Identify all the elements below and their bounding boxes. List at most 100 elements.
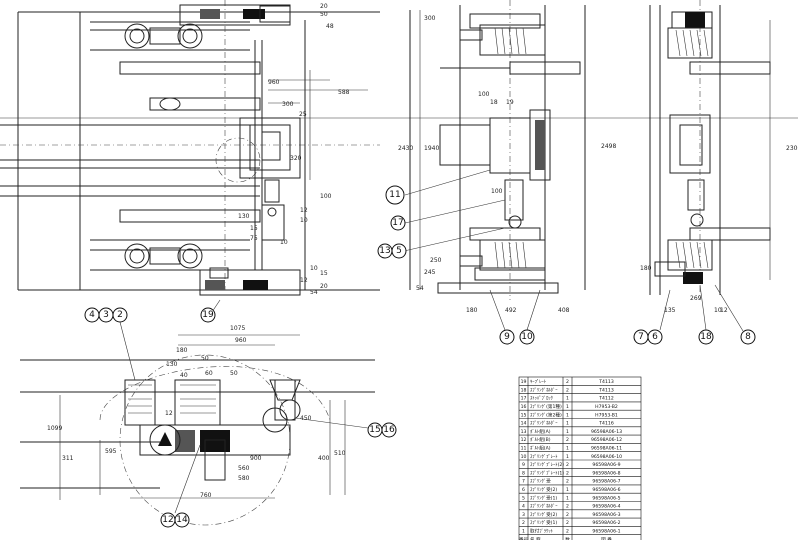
table-cell: 96598A06-13 [591,429,622,435]
table-cell: ｽﾌﾟﾘﾝｸﾞ(第2種) [530,411,562,418]
table-cell: 4 [522,504,525,510]
callout-5-label: 5 [396,246,402,256]
dim: 20 [320,283,328,290]
dim: 25 [299,111,307,118]
dim: 760 [200,492,212,499]
dim: 245 [424,269,436,276]
table-cell: 14 [521,421,527,427]
dim: 320 [290,155,302,162]
table-cell: ﾎﾞﾙﾄ組(A) [530,445,551,452]
table-cell: 96598A06-10 [591,454,622,460]
table-cell: ｽﾌﾟﾘﾝｸﾞ受(2) [530,486,557,493]
callout-2-label: 2 [117,310,123,320]
dim: 12 [300,207,308,214]
dim: 580 [238,475,250,482]
dim: 10 [300,217,308,224]
callout-5 [391,243,407,259]
dim: 135 [664,307,676,314]
table-cell: 6 [522,487,525,493]
table-cell: 3 [522,512,525,518]
dim: 100 [320,193,332,200]
dim: 960 [268,79,280,86]
table-cell: 2 [566,520,569,526]
dim: 900 [250,455,262,462]
table-cell: 96598A06-12 [591,437,622,443]
dim: 12 [720,307,728,314]
callout-6 [647,329,663,345]
table-cell: 2 [566,387,569,393]
dim: 180 [176,347,188,354]
callout-11 [385,185,405,205]
table-cell: 17 [521,396,527,402]
table-cell: T4112 [598,396,614,402]
dim: 12 [300,277,308,284]
dim: 560 [238,465,250,472]
table-cell: 96598A06-9 [592,462,620,468]
table-cell: 96598A06-8 [592,470,620,476]
table-cell: 18 [521,387,527,393]
table-cell: 2 [566,462,569,468]
callout-15-label: 15 [369,425,380,435]
table-cell: ｽﾌﾟﾘﾝｸﾞﾌﾟﾚｰﾄ [530,453,558,460]
callout-16-label: 16 [383,425,395,435]
table-cell: 7 [522,479,525,485]
table-cell: 1 [566,412,569,418]
dim: 1099 [47,425,62,432]
dim: 180 [466,307,478,314]
table-cell: H7953-B1 [595,412,618,418]
callout-18-label: 18 [700,332,712,342]
table-cell: 2 [566,512,569,518]
table-cell: 96598A06-2 [592,520,620,526]
dim: 1940 [424,145,439,152]
dim: 18 [490,99,498,106]
table-cell: ｽﾌﾟﾘﾝｸﾞ受 [530,478,551,485]
table-cell: ｽﾌﾟﾘﾝｸﾞ受(2) [530,511,557,518]
dim: 269 [690,295,702,302]
table-cell: 1 [566,446,569,452]
table-cell: ｽﾌﾟﾘﾝｸﾞ受(1) [530,494,557,501]
callout-14 [174,512,190,528]
table-cell: 2 [566,504,569,510]
side-view [649,0,771,300]
dim: 50 [320,11,328,18]
table-cell: 2 [566,529,569,535]
table-cell: ｽﾌﾟﾘﾝｸﾞﾌﾟﾚｰﾄ(2) [530,461,564,468]
dim: 250 [430,257,442,264]
dim: 510 [334,450,346,457]
table-cell: 9 [522,462,525,468]
table-cell: ｽﾌﾟﾘﾝｸﾞﾌﾟﾚｰﾄ(1) [530,469,564,476]
callout-17-label: 17 [392,218,403,228]
table-cell: 11 [521,446,527,452]
dim: 2300 [786,145,798,152]
dimension-labels: 20 20 960 588 300 25 320 100 12 10 15 75… [47,3,798,499]
dim: 10 [280,239,288,246]
dim: 180 [640,265,652,272]
callout-8 [740,329,756,345]
table-cell: 1 [566,421,569,427]
table-cell: T4116 [598,421,614,427]
dim: 588 [338,89,350,96]
dim: 100 [478,91,490,98]
table-cell: 12 [521,437,527,443]
callout-4-label: 4 [89,310,95,320]
callout-8-label: 8 [745,332,751,342]
table-cell: 13 [521,429,527,435]
table-cell: 19 [521,379,527,385]
dim: 50 [230,370,238,377]
callout-17 [390,215,406,231]
table-cell: 1 [566,495,569,501]
front-view [409,0,586,300]
callouts: 19 11 17 13 5 9 10 4 3 2 7 6 18 8 15 16 … [84,169,756,528]
table-cell: ﾎﾞﾙﾄ組(A) [530,428,551,435]
dim: 10 [310,265,318,272]
callout-10 [519,329,535,345]
table-cell: ｽﾌﾟﾘﾝｸﾞﾎﾙﾀﾞｰ [530,386,558,393]
dim: 60 [205,370,213,377]
table-cell: 1 [566,454,569,460]
dim: 960 [235,337,247,344]
callout-6-label: 6 [652,332,658,342]
dim: 10 [714,307,722,314]
table-header-cell: 名 称 [530,536,541,540]
